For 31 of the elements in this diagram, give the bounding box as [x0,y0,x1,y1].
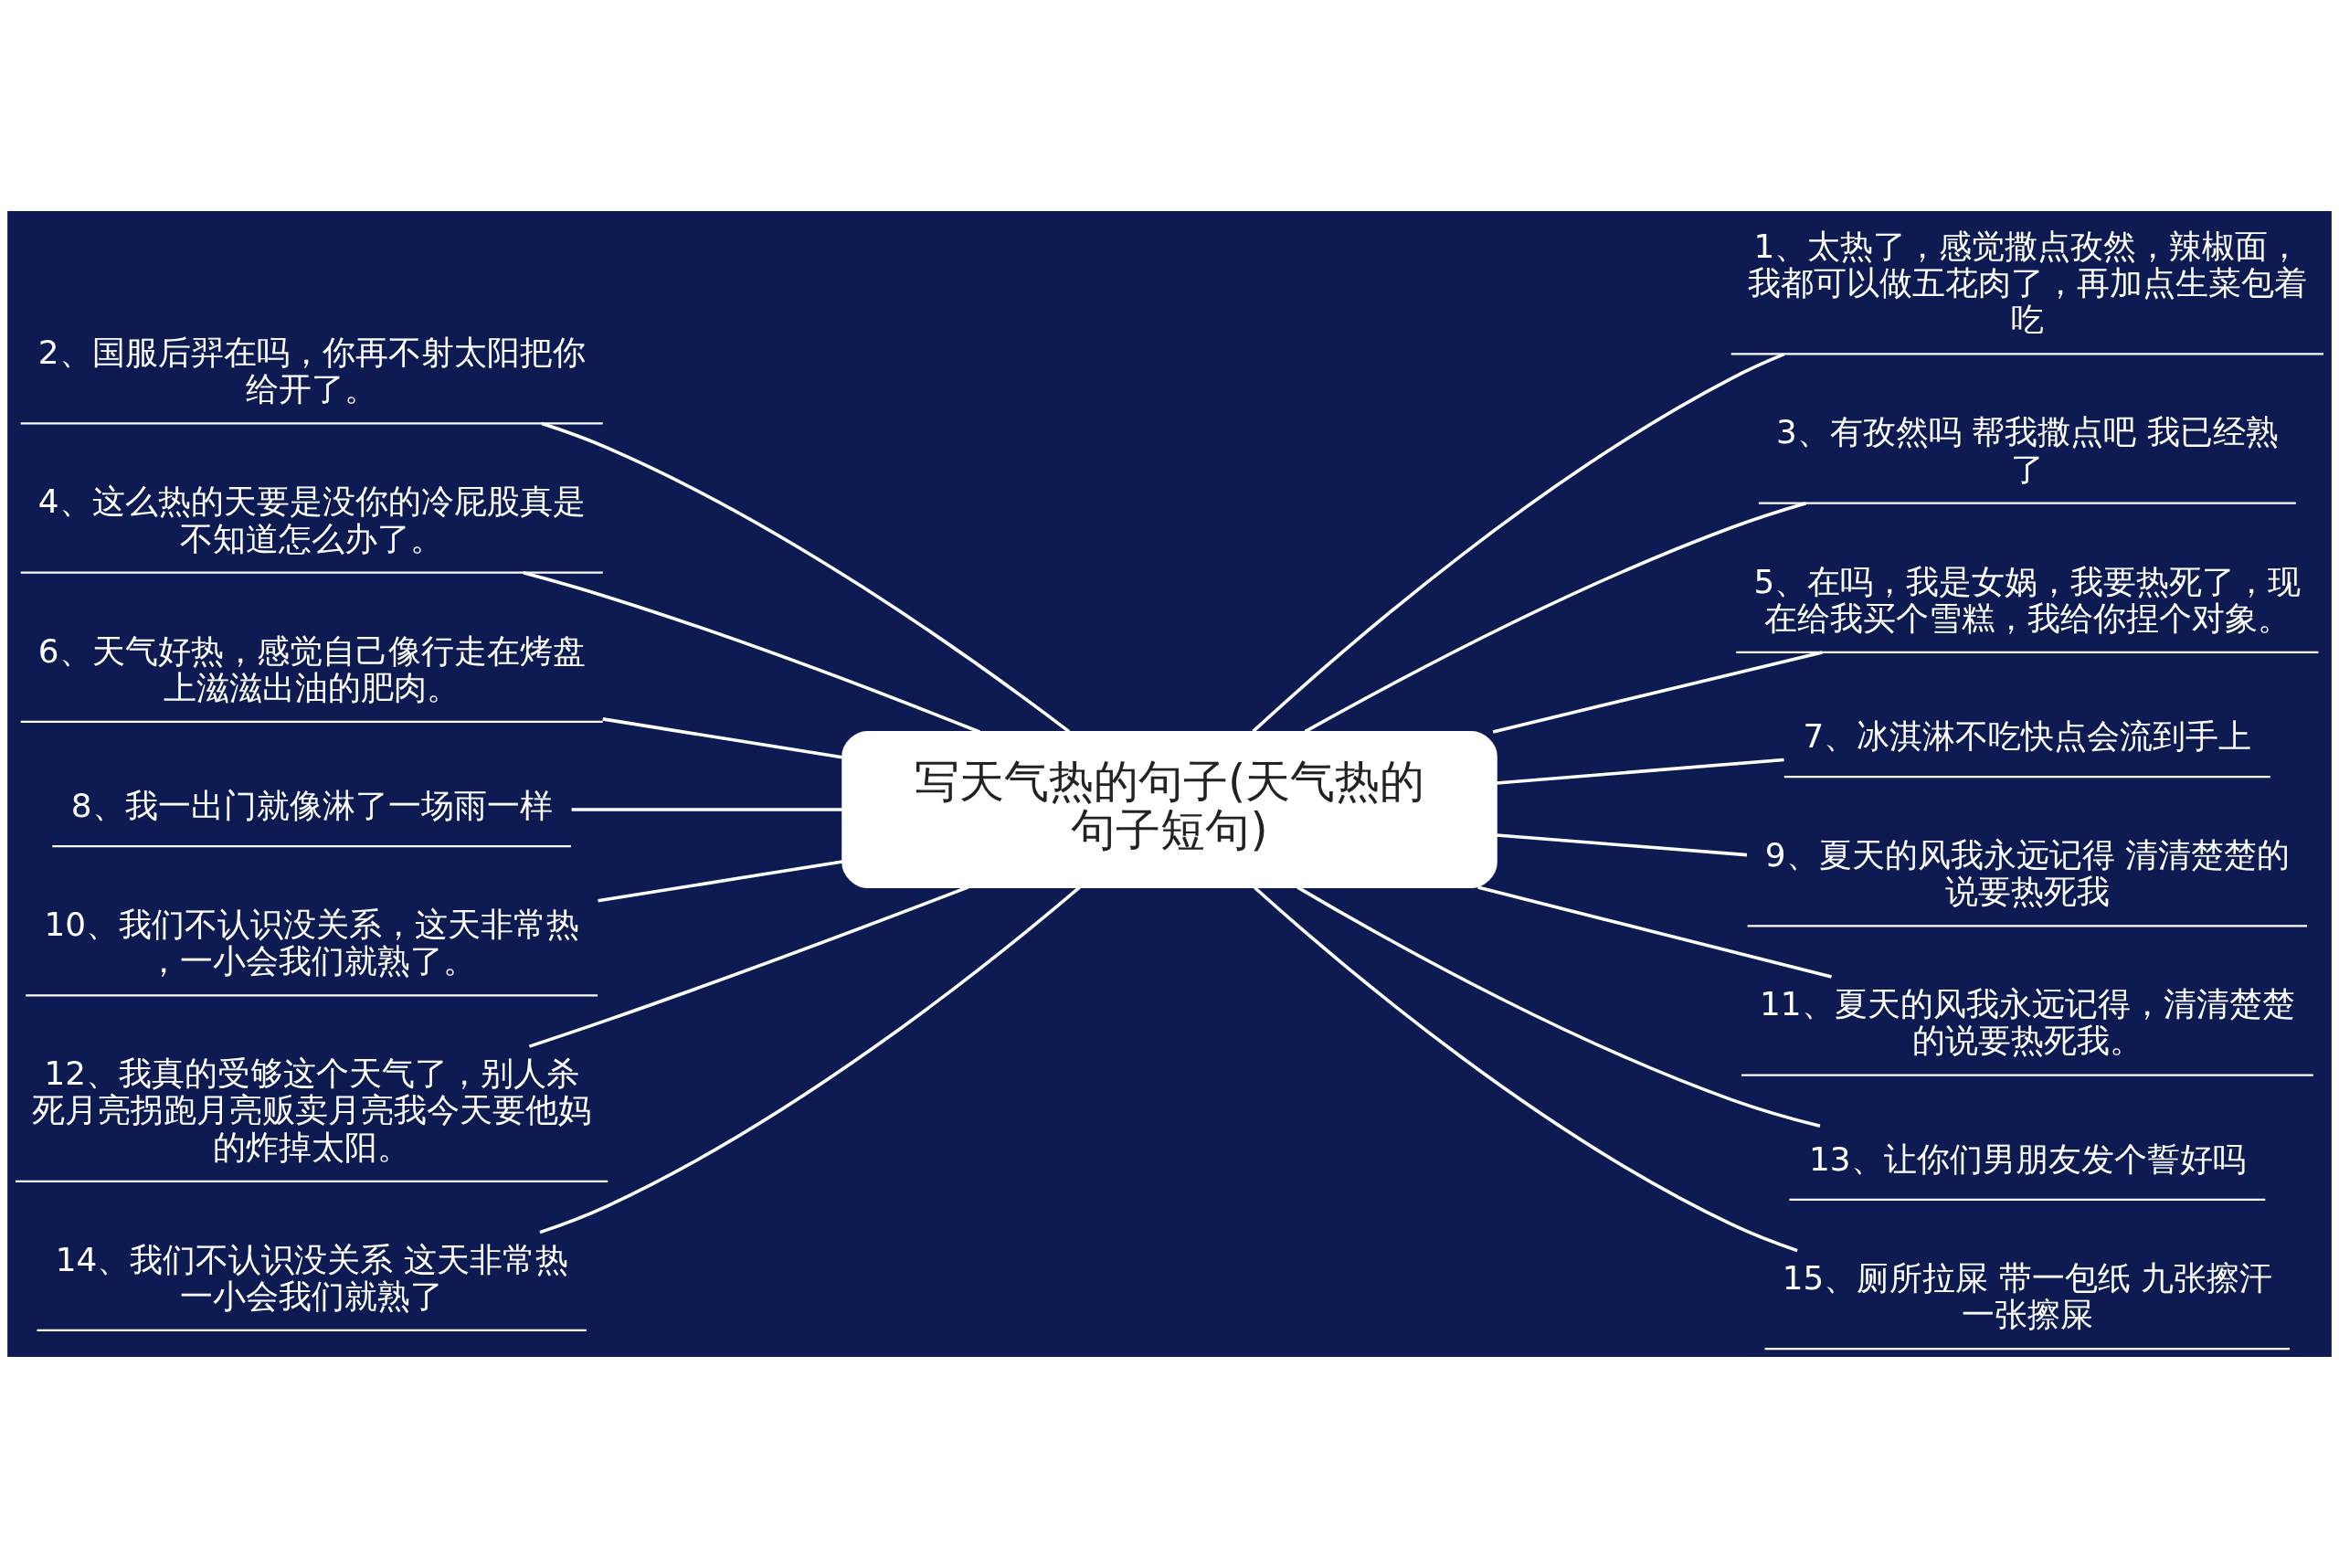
node-text: 7、冰淇淋不吃快点会流到手上 [1803,717,2252,756]
node-text: 5、在吗，我是女娲，我要热死了，现在给我买个雪糕，我给你捏个对象。 [1753,562,2302,637]
node-text: 8、我一出门就像淋了一场雨一样 [70,787,553,825]
node-text: 14、我们不认识没关系 这天非常热一小会我们就熟了 [55,1240,568,1315]
node-text: 10、我们不认识没关系，这天非常热，一小会我们就熟了。 [44,906,579,980]
node-text: 9、夏天的风我永远记得 清清楚楚的说要热死我 [1764,836,2290,911]
connector [528,885,969,1048]
connector [1477,885,1832,979]
node-text: 12、我真的受够这个天气了，别人杀死月亮拐跑月亮贩卖月亮我今天要他妈的炸掉太阳。 [32,1054,592,1166]
connector [1304,502,1807,734]
connector [1492,651,1823,734]
connector [602,717,842,759]
connector [571,808,842,811]
connector [1297,885,1821,1128]
connector [1254,886,1798,1253]
node-text: 2、国服后羿在吗，你再不射太阳把你给开了。 [37,334,586,408]
node-text: 6、天气好热，感觉自己像行走在烤盘上滋滋出油的肥肉。 [37,631,586,706]
connector [539,885,1081,1234]
node-text: 4、这么热的天要是没你的冷屁股真是不知道怎么办了。 [37,482,586,557]
node-text: 13、让你们男朋友发个誓好吗 [1809,1140,2246,1179]
node-text: 3、有孜然吗 帮我撒点吧 我已经熟了 [1776,413,2279,488]
node-text: 15、厕所拉屎 带一包纸 九张擦汗一张擦屎 [1782,1258,2272,1334]
connector [523,571,980,734]
connector [1497,833,1748,857]
node-text: 1、太热了，感觉撒点孜然，辣椒面，我都可以做五花肉了，再加点生菜包着吃 [1747,227,2307,339]
connector [598,860,843,903]
connector [541,421,1071,733]
node-box: 写天气热的句子(天气热的句子短句) [841,730,1498,888]
connector [1497,758,1784,785]
connector [1252,353,1785,733]
node-text: 11、夏天的风我永远记得，清清楚楚的说要热死我。 [1760,985,2295,1060]
